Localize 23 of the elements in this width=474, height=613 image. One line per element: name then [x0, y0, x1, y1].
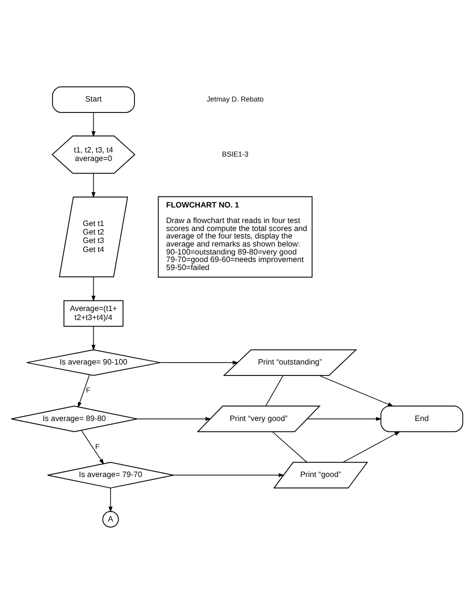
- connector: [265, 374, 284, 406]
- arrow: [136, 416, 212, 420]
- arrow: [91, 276, 96, 301]
- node-box: Average=(t1+ t2+t3+t4)/4: [64, 300, 124, 326]
- node-diamond: Is average= 79-70: [47, 461, 174, 488]
- node-box: Start: [52, 86, 135, 112]
- node-circle: A: [102, 510, 119, 528]
- node-box: FLOWCHART NO. 1 Draw a flowchart that reads in four test scores and compute the total scores and average of the four tests, display the average and remarks as shown below: 90-100=outstanding 89-80=very good 79-70=good 69-60=needs improvement 59-50=failed: [158, 196, 313, 278]
- arrow: [91, 112, 96, 136]
- arrow: [78, 374, 90, 408]
- arrow: [307, 416, 382, 420]
- arrow: [173, 472, 284, 477]
- arrow: [318, 374, 394, 406]
- arrow: [342, 430, 400, 462]
- arrow: [91, 326, 96, 350]
- node-diamond: Is average= 90-100: [26, 348, 161, 376]
- node-box: End: [380, 405, 464, 432]
- connector: [272, 430, 308, 462]
- arrow: [81, 430, 104, 464]
- arrow: [91, 172, 96, 198]
- arrow: [160, 360, 238, 364]
- node-diamond: Is average= 89-80: [10, 405, 138, 432]
- arrow: [108, 487, 113, 512]
